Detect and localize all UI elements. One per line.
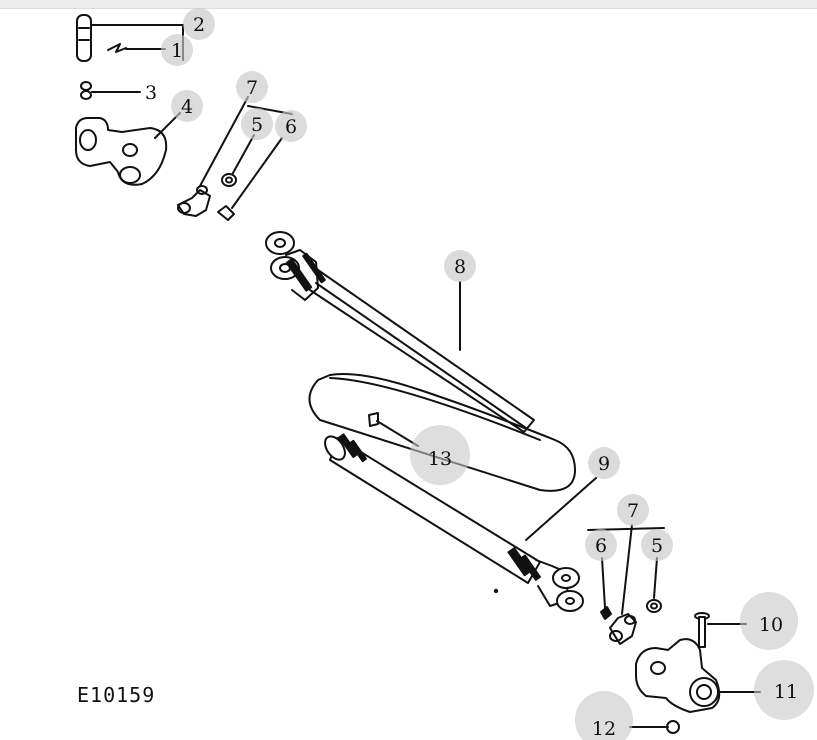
callout-5-upper: 5 bbox=[241, 108, 273, 140]
callout-7-upper: 7 bbox=[236, 71, 268, 103]
washer-upper bbox=[221, 134, 255, 187]
shaft-guard bbox=[308, 373, 576, 492]
callout-5-lower: 5 bbox=[641, 529, 673, 561]
callout-10: 10 bbox=[740, 592, 798, 650]
washer-lower bbox=[646, 557, 662, 613]
callout-8: 8 bbox=[444, 250, 476, 282]
svg-text:6: 6 bbox=[595, 535, 607, 557]
svg-text:10: 10 bbox=[759, 614, 783, 636]
callout-3: 3 bbox=[145, 82, 157, 104]
callout-11: 11 bbox=[754, 660, 814, 720]
callout-1: 1 bbox=[161, 34, 193, 66]
figure-id-label: E10159 bbox=[77, 683, 156, 707]
callout-4: 4 bbox=[171, 90, 203, 122]
svg-text:9: 9 bbox=[598, 453, 610, 475]
cross-bearing-upper bbox=[177, 96, 249, 217]
yoke-upper bbox=[75, 112, 181, 186]
callout-13: 13 bbox=[410, 425, 470, 485]
ring-part bbox=[80, 81, 141, 100]
svg-text:2: 2 bbox=[193, 14, 205, 36]
svg-text:7: 7 bbox=[246, 77, 258, 99]
svg-text:7: 7 bbox=[627, 500, 639, 522]
svg-text:11: 11 bbox=[774, 681, 798, 703]
svg-text:4: 4 bbox=[181, 96, 193, 118]
yoke-lower bbox=[635, 638, 761, 713]
inner-shaft bbox=[265, 231, 535, 433]
outer-tube bbox=[324, 433, 597, 612]
callout-6-lower: 6 bbox=[585, 529, 617, 561]
callout-6-upper: 6 bbox=[275, 110, 307, 142]
callout-2: 2 bbox=[183, 8, 215, 40]
svg-text:12: 12 bbox=[592, 718, 616, 740]
bolt-part bbox=[694, 612, 747, 648]
svg-text:5: 5 bbox=[251, 114, 263, 136]
svg-text:8: 8 bbox=[454, 256, 466, 278]
svg-text:1: 1 bbox=[171, 40, 183, 62]
callout-7-lower: 7 bbox=[617, 494, 649, 526]
svg-text:3: 3 bbox=[145, 82, 157, 104]
pin-part bbox=[76, 14, 184, 62]
nut-part bbox=[629, 720, 680, 734]
callout-9: 9 bbox=[588, 447, 620, 479]
callouts: 2 1 3 4 7 5 6 8 13 bbox=[145, 8, 814, 740]
callout-12: 12 bbox=[575, 691, 633, 740]
svg-text:13: 13 bbox=[428, 448, 452, 470]
svg-text:6: 6 bbox=[285, 116, 297, 138]
top-bar bbox=[0, 0, 817, 9]
clip-part bbox=[107, 43, 166, 53]
fitting-lower bbox=[600, 557, 612, 620]
svg-text:5: 5 bbox=[651, 535, 663, 557]
